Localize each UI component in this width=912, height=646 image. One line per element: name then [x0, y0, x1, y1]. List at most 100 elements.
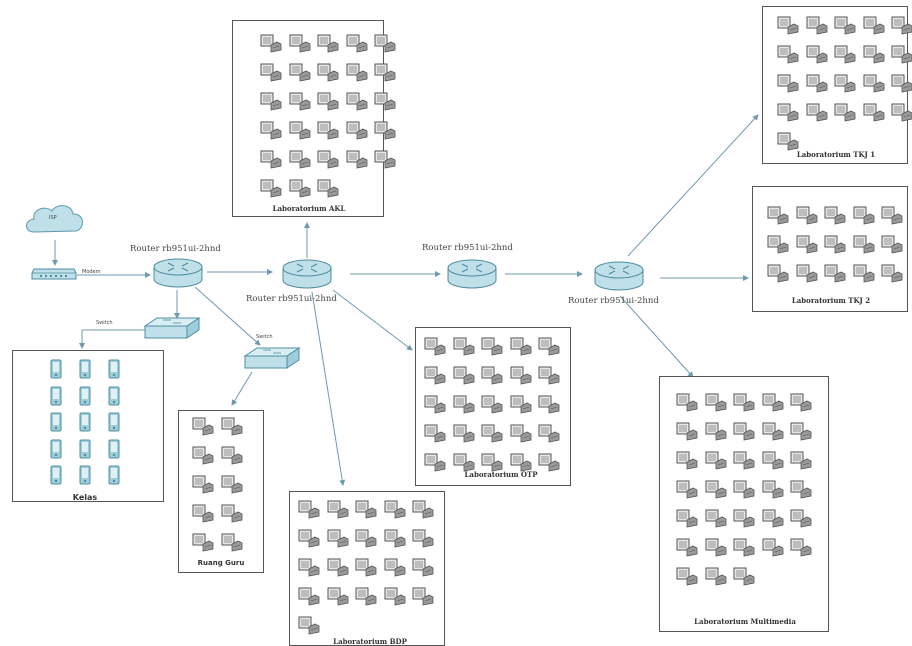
room-tkj1-label: Laboratorium TKJ 1: [796, 150, 876, 159]
computer-icon: [881, 264, 903, 283]
computer-icon: [355, 558, 377, 577]
router-4: [591, 260, 647, 294]
phone-icon: [50, 439, 62, 458]
computer-icon: [853, 264, 874, 283]
computer-icon: [676, 538, 698, 557]
phone-icon: [79, 359, 91, 379]
switch-1: [143, 316, 201, 342]
computer-icon: [221, 446, 242, 465]
computer-icon: [863, 74, 884, 93]
phone-icon: [50, 386, 62, 405]
computer-icon: [192, 446, 214, 465]
phone-icon: [50, 359, 62, 379]
computer-icon: [676, 480, 698, 499]
computer-icon: [834, 103, 856, 122]
phone-icon: [50, 465, 62, 485]
computer-icon: [733, 509, 755, 528]
computer-icon: [192, 475, 214, 494]
computer-icon: [705, 393, 726, 412]
computer-icon: [424, 337, 446, 356]
computer-icon: [327, 587, 348, 606]
computer-icon: [192, 504, 214, 523]
room-multimedia: Laboratorium Multimedia: [659, 376, 829, 632]
computer-icon: [317, 63, 339, 82]
computer-icon: [538, 424, 560, 443]
room-akl: Laboratorium AKL: [232, 20, 396, 217]
computer-icon: [374, 121, 396, 140]
phone-icon: [108, 439, 120, 458]
computer-icon: [762, 509, 783, 528]
router-icon: [153, 258, 203, 288]
computer-icon: [676, 422, 698, 441]
computer-icon: [192, 417, 214, 436]
computer-icon: [767, 235, 789, 254]
link-router4-multimedia: [619, 295, 694, 378]
computer-icon: [790, 480, 812, 499]
computer-icon: [260, 63, 282, 82]
computer-icon: [289, 92, 310, 111]
computer-icon: [705, 451, 726, 470]
computer-icon: [777, 45, 799, 64]
computer-icon: [824, 206, 846, 225]
phone-icon: [79, 412, 91, 432]
computer-icon: [298, 587, 320, 606]
computer-icon: [538, 395, 560, 414]
phone-icon: [108, 412, 120, 432]
computer-icon: [374, 34, 396, 53]
computer-icon: [733, 538, 755, 557]
computer-icon: [733, 422, 755, 441]
computer-icon: [790, 509, 812, 528]
computer-icon: [676, 393, 698, 412]
computer-icon: [260, 150, 282, 169]
computer-icon: [790, 422, 812, 441]
computer-icon: [424, 424, 446, 443]
link-router1-switch2: [194, 286, 261, 346]
computer-icon: [346, 92, 367, 111]
link-router2-otp: [332, 289, 413, 351]
computer-icon: [790, 538, 812, 557]
computer-icon: [481, 453, 503, 472]
computer-icon: [510, 395, 531, 414]
isp-label: ISP: [49, 215, 57, 221]
computer-icon: [676, 567, 698, 586]
computer-icon: [834, 74, 856, 93]
room-bdp-label: Laboratorium BDP: [333, 637, 407, 646]
switch-icon: [243, 347, 301, 369]
computer-icon: [374, 92, 396, 111]
link-switch1-kelas: [79, 329, 148, 349]
phone-icon: [79, 439, 91, 458]
computer-icon: [733, 567, 755, 586]
computer-icon: [510, 337, 531, 356]
computer-icon: [881, 235, 903, 254]
computer-icon: [863, 45, 884, 64]
computer-icon: [424, 453, 446, 472]
computer-icon: [777, 132, 799, 151]
cloud-icon: [26, 205, 83, 233]
computer-icon: [346, 63, 367, 82]
computer-icon: [412, 529, 434, 548]
switch-2-label: Switch: [256, 334, 273, 340]
computer-icon: [891, 16, 912, 35]
computer-icon: [260, 121, 282, 140]
switch-2: [243, 346, 301, 372]
computer-icon: [384, 587, 405, 606]
switch-1-label: Switch: [96, 320, 113, 326]
computer-icon: [317, 92, 339, 111]
switch-icon: [143, 317, 201, 339]
computer-icon: [374, 63, 396, 82]
computer-icon: [824, 264, 846, 283]
computer-icon: [384, 500, 405, 519]
computer-icon: [824, 235, 846, 254]
computer-icon: [796, 235, 817, 254]
computer-icon: [777, 103, 799, 122]
computer-icon: [384, 558, 405, 577]
computer-icon: [705, 538, 726, 557]
computer-icon: [806, 16, 827, 35]
computer-icon: [355, 587, 377, 606]
link-router4-tkj1: [627, 114, 759, 257]
computer-icon: [705, 480, 726, 499]
phone-icon: [79, 386, 91, 405]
computer-icon: [881, 206, 903, 225]
phone-icon: [108, 386, 120, 405]
